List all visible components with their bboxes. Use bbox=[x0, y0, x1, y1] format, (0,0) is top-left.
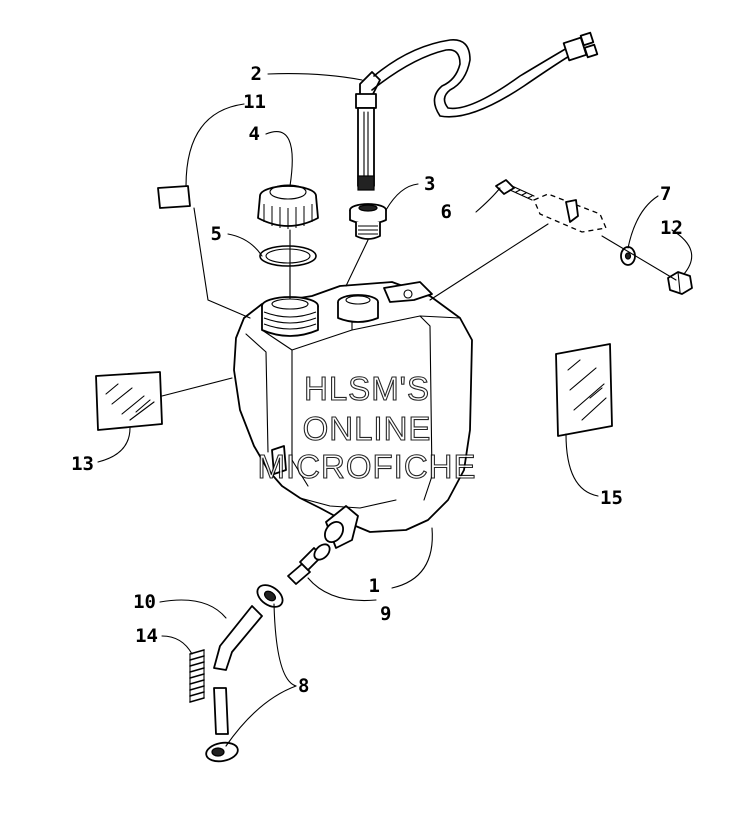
filler-cap bbox=[257, 184, 319, 229]
watermark-line-3: MICROFICHE bbox=[258, 448, 477, 485]
callout-2: 2 bbox=[251, 63, 262, 85]
outlet-fitting bbox=[287, 543, 331, 585]
callout-4: 4 bbox=[249, 123, 260, 145]
oil-tank bbox=[233, 281, 473, 533]
right-decal bbox=[555, 343, 613, 437]
hose-clamp-lower bbox=[205, 741, 239, 763]
callout-7: 7 bbox=[660, 183, 671, 205]
left-decal bbox=[95, 371, 163, 431]
screw bbox=[495, 179, 535, 201]
callout-11: 11 bbox=[243, 91, 266, 113]
callout-15: 15 bbox=[600, 487, 623, 509]
hose-clamp-upper bbox=[256, 584, 284, 608]
callout-12: 12 bbox=[660, 217, 683, 239]
callout-1: 1 bbox=[369, 575, 380, 597]
small-decal bbox=[157, 185, 191, 209]
callout-9: 9 bbox=[380, 603, 391, 625]
gauge-port bbox=[337, 294, 379, 323]
nut bbox=[667, 271, 693, 295]
washer bbox=[620, 246, 636, 266]
watermark-line-2: ONLINE bbox=[303, 410, 432, 447]
callouts: 2 11 4 3 6 7 12 5 13 15 1 9 10 14 8 bbox=[71, 63, 683, 697]
callout-5: 5 bbox=[211, 223, 222, 245]
bracket bbox=[533, 193, 607, 233]
watermark-line-1: HLSM'S bbox=[304, 370, 430, 407]
level-gauge-sensor bbox=[355, 31, 599, 191]
o-ring bbox=[259, 245, 317, 267]
callout-8: 8 bbox=[298, 675, 309, 697]
callout-13: 13 bbox=[71, 453, 94, 475]
filler-neck bbox=[261, 296, 319, 337]
outlet-spigot bbox=[324, 505, 359, 549]
leader-lines bbox=[97, 73, 693, 747]
watermark: HLSM'S ONLINE MICROFICHE bbox=[257, 369, 477, 485]
spring bbox=[189, 649, 205, 703]
callout-6: 6 bbox=[441, 201, 452, 223]
callout-3: 3 bbox=[424, 173, 435, 195]
callout-14: 14 bbox=[135, 625, 158, 647]
hose bbox=[213, 605, 263, 735]
grommet bbox=[349, 203, 387, 240]
callout-10: 10 bbox=[133, 591, 156, 613]
